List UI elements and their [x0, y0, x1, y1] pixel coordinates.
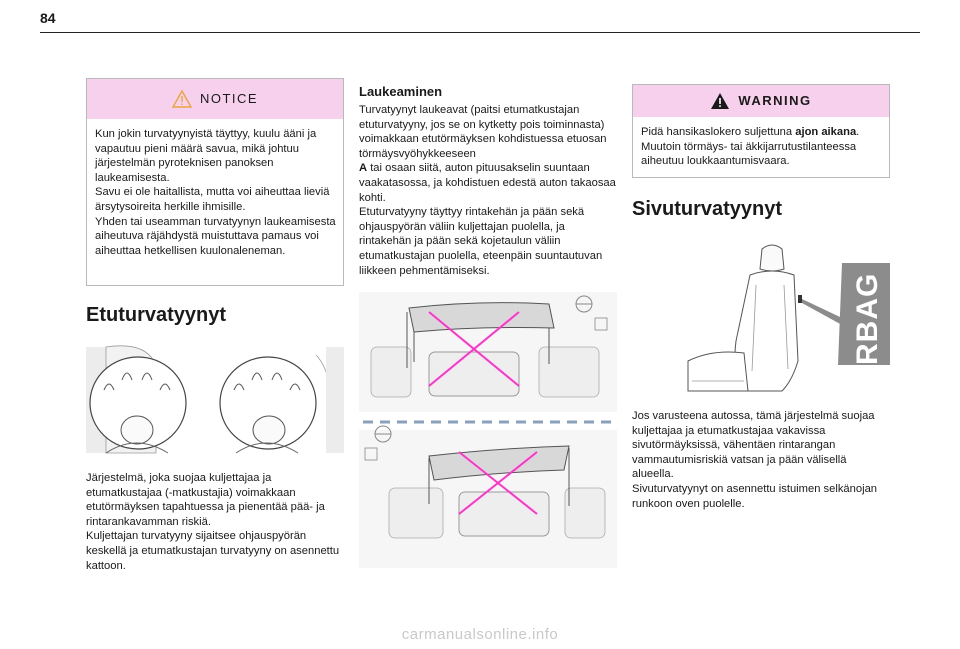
side-airbags-illustration: AIRBAG — [632, 241, 890, 401]
deployment-paragraph: Etuturvatyyny täyttyy rintakehän ja pään… — [359, 206, 603, 277]
column-1: NOTICE Kun jokin turvatyynyistä täyttyy,… — [86, 78, 344, 573]
warning-heading: WARNING — [738, 92, 812, 108]
deployment-paragraph: Turvatyynyt laukeavat (paitsi etumatkust… — [359, 104, 607, 160]
notice-body: Kun jokin turvatyynyistä täyttyy, kuulu … — [87, 119, 343, 266]
warning-text-before: Pidä hansikaslokero suljettuna — [641, 126, 796, 138]
deployment-illustration — [359, 292, 617, 569]
notice-paragraph: Savu ei ole haitallista, mutta voi aiheu… — [95, 186, 330, 213]
front-airbags-paragraph: Kuljettajan turvatyyny sijaitsee ohjausp… — [86, 530, 340, 572]
warning-box: WARNING Pidä hansikaslokero suljettuna a… — [632, 84, 890, 178]
warning-triangle-icon — [171, 90, 192, 108]
letter-a: A — [359, 162, 368, 175]
deployment-title: Laukeaminen — [359, 84, 443, 99]
column-2: Laukeaminen Turvatyynyt laukeavat (paits… — [359, 84, 617, 569]
front-airbags-paragraph: Järjestelmä, joka suojaa kuljettajaa ja … — [86, 472, 325, 528]
top-rule — [40, 32, 920, 33]
airbag-logo-text: AIRBAG — [851, 272, 884, 397]
deployment-paragraph-rest: tai osaan siitä, auton pituusakselin suu… — [359, 162, 616, 204]
warning-header: WARNING — [633, 85, 889, 117]
notice-box: NOTICE Kun jokin turvatyynyistä täyttyy,… — [86, 78, 344, 286]
warning-body: Pidä hansikaslokero suljettuna ajon aika… — [633, 117, 889, 177]
deployment-text: Turvatyynyt laukeavat (paitsi etumatkust… — [359, 103, 617, 278]
front-airbags-illustration — [86, 345, 344, 455]
warning-paragraph: Pidä hansikaslokero suljettuna ajon aika… — [641, 125, 883, 169]
warning-triangle-icon — [711, 93, 730, 109]
side-airbags-title: Sivuturvatyynyt — [632, 198, 783, 220]
page-number: 84 — [40, 10, 56, 26]
deployment-paragraph: A tai osaan siitä, auton pituusakselin s… — [359, 161, 617, 205]
front-airbags-text: Järjestelmä, joka suojaa kuljettajaa ja … — [86, 471, 344, 573]
notice-heading: NOTICE — [199, 90, 259, 106]
column-3: WARNING Pidä hansikaslokero suljettuna a… — [632, 84, 890, 511]
side-airbags-paragraph: Jos varusteena autossa, tämä järjestelmä… — [632, 410, 875, 481]
side-airbags-paragraph: Sivuturvatyynyt on asennettu istuimen se… — [632, 482, 878, 510]
warning-text-after: . Muutoin törmäys- tai äkkijarrutustilan… — [641, 126, 860, 168]
notice-paragraph: Yhden tai useamman turvatyynyn laukeamis… — [95, 215, 336, 257]
notice-header: NOTICE — [87, 79, 343, 119]
notice-paragraph: Kun jokin turvatyynyistä täyttyy, kuulu … — [95, 128, 317, 184]
warning-text-bold: ajon aikana — [795, 126, 857, 138]
front-airbags-title: Etuturvatyynyt — [86, 304, 227, 326]
side-airbags-text: Jos varusteena autossa, tämä järjestelmä… — [632, 409, 890, 511]
watermark: carmanualsonline.info — [401, 626, 559, 643]
